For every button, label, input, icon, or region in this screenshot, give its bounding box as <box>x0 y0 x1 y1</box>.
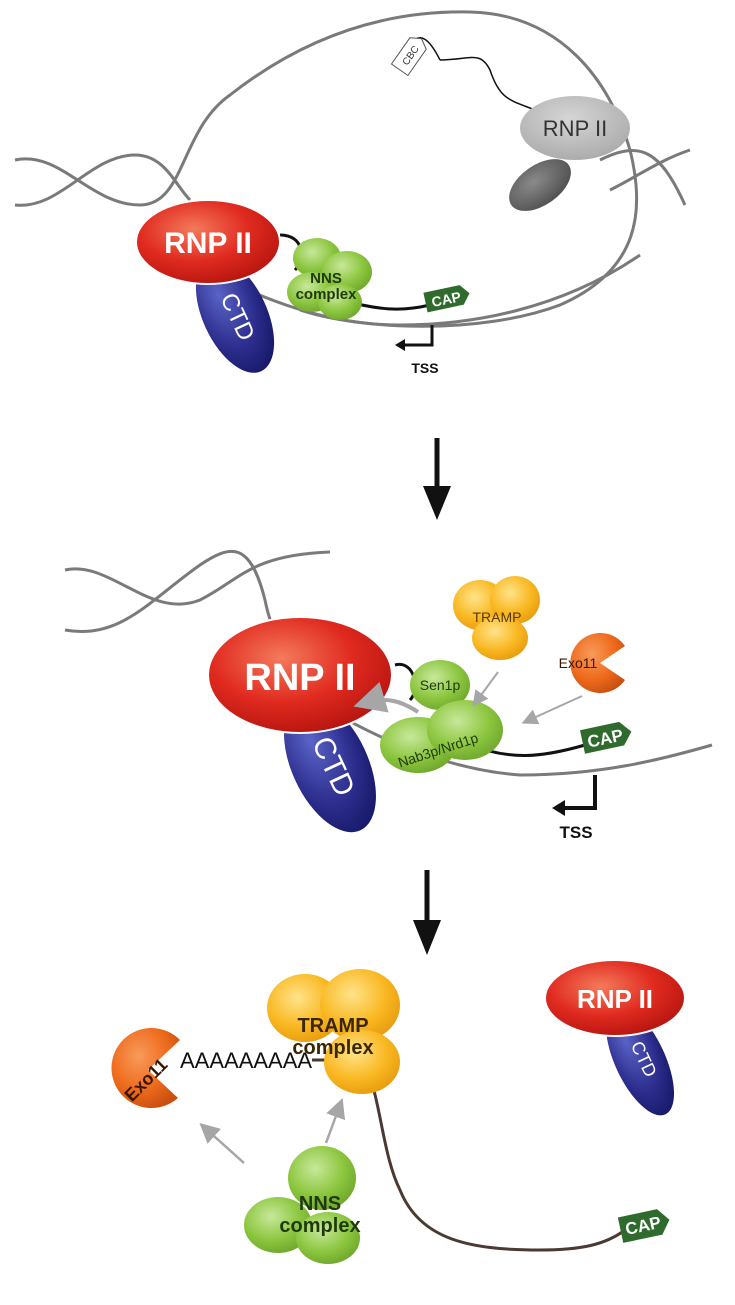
cap-tag: CAP <box>617 1209 670 1243</box>
recruit-arrow <box>472 671 499 707</box>
nns-label-line2: complex <box>296 286 358 303</box>
tramp-complex: TRAMP complex <box>267 969 400 1094</box>
exo11 <box>111 1028 180 1109</box>
ctd-active <box>195 257 275 373</box>
rna-strand <box>439 56 536 111</box>
recruit-arrow <box>199 1122 245 1164</box>
cap-label: CAP <box>430 288 462 310</box>
panel-2: CTD RNP II Sen1p Nab3p/Nrd1p TRAMP Exo11 <box>64 550 713 842</box>
panel-1: RNP II CBC CTD RNP II NNS complex CAP <box>14 10 691 376</box>
rnp-ii-paused <box>520 96 630 160</box>
tramp: TRAMP <box>453 576 540 660</box>
tss-arrow <box>565 775 597 810</box>
sen1p-arrow <box>353 681 420 714</box>
dna-strand <box>14 153 192 207</box>
tss-arrow <box>405 325 434 347</box>
tss-label: TSS <box>411 360 438 376</box>
rnp-ii-label: RNP II <box>577 984 653 1014</box>
sen1p <box>410 660 470 710</box>
dna-strand <box>64 550 331 606</box>
ctd-paused <box>509 159 571 211</box>
cap-tag: CAP <box>580 721 632 754</box>
nns-label-line1: NNS <box>299 1193 341 1215</box>
transition-arrow <box>423 438 451 520</box>
rnp-ii-label: RNP II <box>244 657 355 699</box>
panel-3: CTD RNP II TRAMP complex AAAAAAAAA Exo11… <box>111 959 686 1264</box>
transition-arrow <box>413 870 441 955</box>
rnp-ii-paused-label: RNP II <box>543 116 607 141</box>
recruit-arrow <box>521 695 583 725</box>
dna-strand <box>329 708 713 777</box>
nns-complex: NNS complex <box>287 238 372 320</box>
cap-tag: CAP <box>423 285 470 313</box>
rnp-ii-active <box>207 616 393 734</box>
exo11-label: Exo11 <box>559 655 598 671</box>
rnp-ii-free <box>544 959 686 1037</box>
nns-complex: NNS complex <box>244 1146 361 1264</box>
tss-label: TSS <box>559 823 592 842</box>
rnp-ii-label: RNP II <box>164 227 252 260</box>
dna-strand <box>209 253 641 327</box>
nns-label-line1: NNS <box>310 270 342 287</box>
dna-strand <box>14 10 639 328</box>
polya-tail: AAAAAAAAA <box>180 1048 312 1073</box>
exo11 <box>570 633 625 694</box>
rnp-ii-active <box>135 199 281 285</box>
dna-strand <box>609 148 691 192</box>
nns-label-line2: complex <box>279 1215 360 1237</box>
sen1p-label: Sen1p <box>420 677 461 693</box>
tramp-label-line1: TRAMP <box>297 1015 368 1037</box>
tramp-label-line2: complex <box>292 1037 373 1059</box>
tramp-label: TRAMP <box>473 609 522 625</box>
nab3p-nrd1p: Nab3p/Nrd1p <box>380 700 503 773</box>
dna-strand <box>599 149 687 206</box>
recruit-arrow <box>324 1097 346 1144</box>
cbc-tag: CBC <box>390 37 427 77</box>
rna-strand <box>358 1058 626 1252</box>
